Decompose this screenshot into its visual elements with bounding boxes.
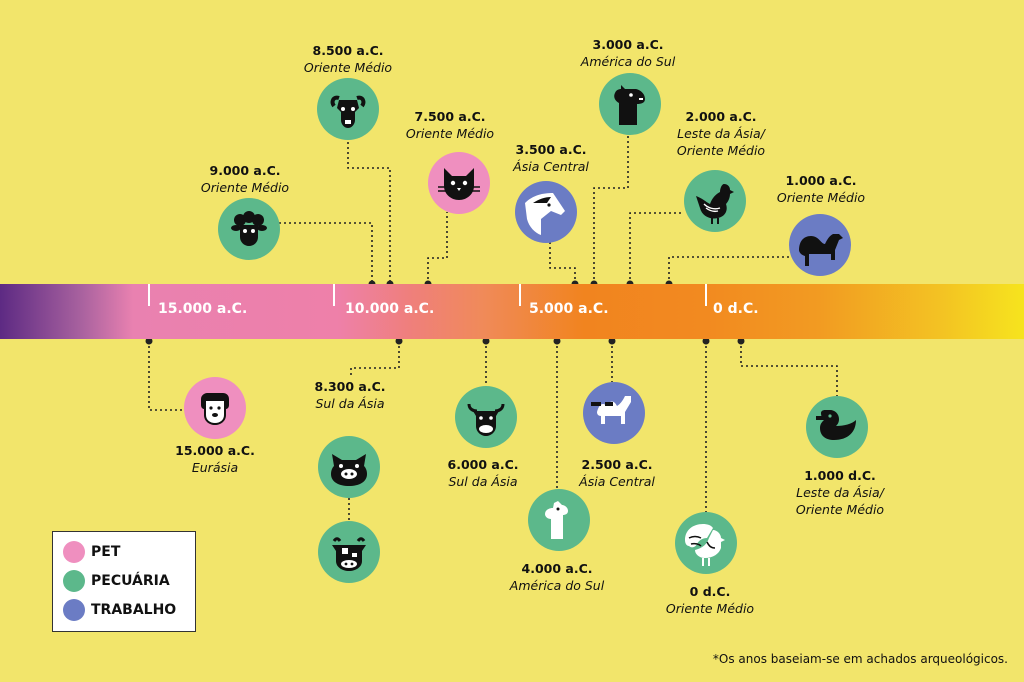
legend-label-pet: PET [91, 544, 121, 560]
pig-year: 8.300 a.C. [314, 379, 386, 394]
goat-year: 8.500 a.C. [312, 43, 384, 58]
horse-region: Ásia Central [513, 159, 589, 174]
cat-year: 7.500 a.C. [414, 109, 486, 124]
annotation-camel: 1.000 a.C. Oriente Médio [756, 172, 886, 206]
annotation-alpaca: 4.000 a.C. América do Sul [492, 560, 622, 594]
llama-year: 3.000 a.C. [592, 37, 664, 52]
turkey-year: 0 d.C. [689, 584, 731, 599]
cat-region: Oriente Médio [405, 126, 495, 141]
livestock-swatch [63, 570, 85, 592]
annotation-pig: 8.300 a.C. Sul da Ásia [285, 378, 415, 412]
annotation-chicken: 2.000 a.C. Leste da Ásia/ Oriente Médio [656, 108, 786, 159]
horse-icon [515, 181, 577, 243]
annotation-cat: 7.500 a.C. Oriente Médio [385, 108, 515, 142]
chicken-year: 2.000 a.C. [685, 109, 757, 124]
legend-label-livestock: PECUÁRIA [91, 573, 170, 589]
annotation-bull: 6.000 a.C. Sul da Ásia [418, 456, 548, 490]
dog-region: Eurásia [191, 460, 239, 475]
chicken-icon [684, 170, 746, 232]
duck-icon [806, 396, 868, 458]
duck-year: 1.000 d.C. [804, 468, 876, 483]
tick-0 [705, 284, 707, 306]
bactrian-region: Ásia Central [579, 474, 655, 489]
annotation-goat: 8.500 a.C. Oriente Médio [283, 42, 413, 76]
band-label-15000: 15.000 a.C. [158, 301, 248, 317]
band-label-0: 0 d.C. [713, 301, 759, 317]
turkey-region: Oriente Médio [665, 601, 755, 616]
footnote: *Os anos baseiam-se em achados arqueológ… [712, 652, 1008, 666]
legend-item-livestock: PECUÁRIA [63, 570, 170, 592]
tick-5000 [519, 284, 521, 306]
sheep-region: Oriente Médio [200, 180, 290, 195]
horse-year: 3.500 a.C. [515, 142, 587, 157]
band-label-5000: 5.000 a.C. [529, 301, 609, 317]
alpaca-region: América do Sul [509, 578, 605, 593]
legend-label-work: TRABALHO [91, 602, 177, 618]
dog-year: 15.000 a.C. [175, 443, 255, 458]
camel-icon [789, 214, 851, 276]
alpaca-year: 4.000 a.C. [521, 561, 593, 576]
legend-item-pet: PET [63, 541, 120, 563]
work-swatch [63, 599, 85, 621]
annotation-bactrian: 2.500 a.C. Ásia Central [552, 456, 682, 490]
legend: PET PECUÁRIA TRABALHO [52, 531, 196, 632]
annotation-turkey: 0 d.C. Oriente Médio [645, 583, 775, 617]
timeline-band [0, 284, 1024, 339]
bull-year: 6.000 a.C. [447, 457, 519, 472]
llama-region: América do Sul [580, 54, 676, 69]
annotation-duck: 1.000 d.C. Leste da Ásia/ Oriente Médio [775, 467, 905, 518]
pet-swatch [63, 541, 85, 563]
camel-year: 1.000 a.C. [785, 173, 857, 188]
legend-item-work: TRABALHO [63, 599, 176, 621]
sheep-year: 9.000 a.C. [209, 163, 281, 178]
sheep-icon [218, 198, 280, 260]
camel-region: Oriente Médio [776, 190, 866, 205]
pig-icon [318, 436, 380, 498]
band-label-10000: 10.000 a.C. [345, 301, 435, 317]
annotation-horse: 3.500 a.C. Ásia Central [486, 141, 616, 175]
annotation-sheep: 9.000 a.C. Oriente Médio [180, 162, 310, 196]
llama-icon [599, 73, 661, 135]
bactrian-year: 2.500 a.C. [581, 457, 653, 472]
pig-region: Sul da Ásia [315, 396, 385, 411]
bull-icon [455, 386, 517, 448]
bactrian-camel-icon [583, 382, 645, 444]
tick-15000 [148, 284, 150, 306]
bull-region: Sul da Ásia [448, 474, 518, 489]
tick-10000 [333, 284, 335, 306]
dog-icon [184, 377, 246, 439]
cat-icon [428, 152, 490, 214]
alpaca-icon [528, 489, 590, 551]
annotation-dog: 15.000 a.C. Eurásia [150, 442, 280, 476]
cow-icon [318, 521, 380, 583]
turkey-icon [675, 512, 737, 574]
annotation-llama: 3.000 a.C. América do Sul [563, 36, 693, 70]
duck-region: Leste da Ásia/ Oriente Médio [795, 485, 885, 517]
goat-region: Oriente Médio [303, 60, 393, 75]
chicken-region: Leste da Ásia/ Oriente Médio [676, 126, 766, 158]
goat-icon [317, 78, 379, 140]
